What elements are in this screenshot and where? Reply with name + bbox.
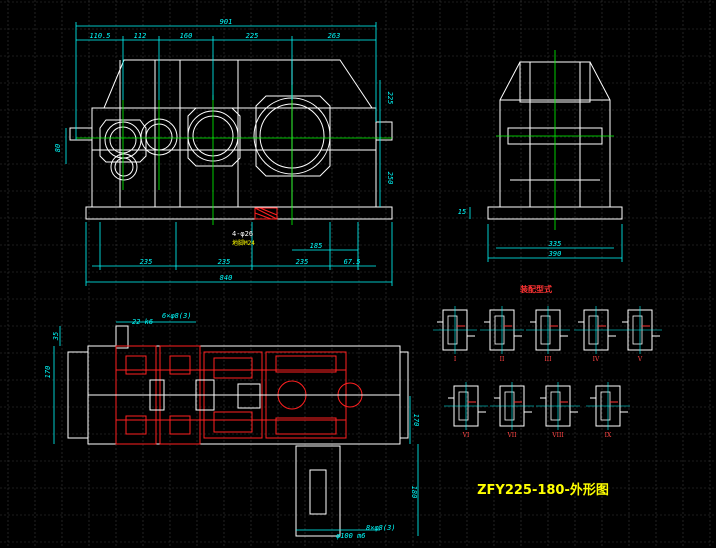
- assembly-type-label: II: [500, 356, 505, 363]
- front-overall-bottom-dim: 840: [220, 274, 233, 282]
- front-dim-right-1: 225: [386, 92, 394, 105]
- front-bolt-callout: 地脚M24: [232, 239, 255, 247]
- front-centerlines: [76, 85, 392, 225]
- assembly-type-5: V: [618, 306, 662, 363]
- assembly-type-4: IV: [574, 306, 618, 363]
- front-dim-185: 185: [310, 242, 323, 250]
- plan-dim-left: 170: [44, 366, 52, 379]
- front-dimension-lines: [65, 22, 393, 286]
- assembly-type-9: IX: [586, 382, 630, 439]
- assembly-type-label: I: [454, 356, 457, 363]
- front-dim-bottom-2: 235: [218, 258, 231, 266]
- assembly-type-8: VIII: [536, 382, 580, 439]
- assembly-type-label: VII: [506, 432, 517, 439]
- plan-input-key: 6×φ8(3): [162, 312, 192, 320]
- side-dim-inner: 335: [548, 240, 562, 248]
- plan-output-shaft: [295, 445, 341, 537]
- front-dim-top-3: 160: [180, 32, 193, 40]
- drawing-title: ZFY225-180-外形图: [477, 482, 609, 498]
- front-dim-top-5: 263: [328, 32, 341, 40]
- side-view: 335 390 15: [458, 50, 623, 262]
- side-dim-height: 15: [458, 208, 466, 216]
- plan-view: 170 35 170 180 22 k6 6×φ8(3) φ100 m6 8×φ…: [44, 312, 420, 540]
- plan-output-key: 8×φ8(3): [366, 524, 396, 532]
- side-dim-outer: 390: [548, 250, 562, 258]
- assembly-type-2: II: [480, 306, 524, 363]
- front-dim-top-1: 110.5: [89, 32, 110, 40]
- assembly-type-1: I: [433, 306, 477, 363]
- plan-dim-right-1: 170: [412, 414, 420, 427]
- plan-dim-left-top: 35: [52, 332, 60, 341]
- front-dim-side-left: 80: [54, 144, 62, 152]
- front-dim-bottom-4: 67.5: [344, 258, 361, 266]
- front-base-plate: [85, 206, 393, 220]
- front-dim-top-4: 225: [246, 32, 259, 40]
- front-dim-bottom-1: 235: [140, 258, 153, 266]
- assembly-type-label: III: [544, 356, 552, 363]
- front-hole-callout: 4-φ26: [232, 230, 253, 238]
- assembly-type-6: VI: [444, 382, 488, 439]
- plan-dim-right-2: 180: [410, 486, 418, 499]
- plan-output-dim: φ100 m6: [336, 532, 366, 540]
- front-overall-top-dim: 901: [220, 18, 233, 26]
- front-dim-right-2: 250: [386, 172, 394, 185]
- assembly-type-3: III: [526, 306, 570, 363]
- assembly-type-label: IX: [605, 432, 612, 439]
- front-view: 901 110.5 112 160 225 263 235 235 235 67…: [54, 18, 394, 286]
- assembly-type-label: VI: [462, 432, 470, 439]
- assembly-type-label: IV: [593, 356, 600, 363]
- assembly-type-label: V: [637, 356, 643, 363]
- plan-input-dim: 22 k6: [132, 318, 153, 326]
- front-dim-top-2: 112: [134, 32, 147, 40]
- front-dim-bottom-3: 235: [296, 258, 309, 266]
- assembly-type-7: VII: [490, 382, 534, 439]
- assembly-type-label: VIII: [551, 432, 564, 439]
- assembly-types-title: 装配型式: [519, 284, 552, 294]
